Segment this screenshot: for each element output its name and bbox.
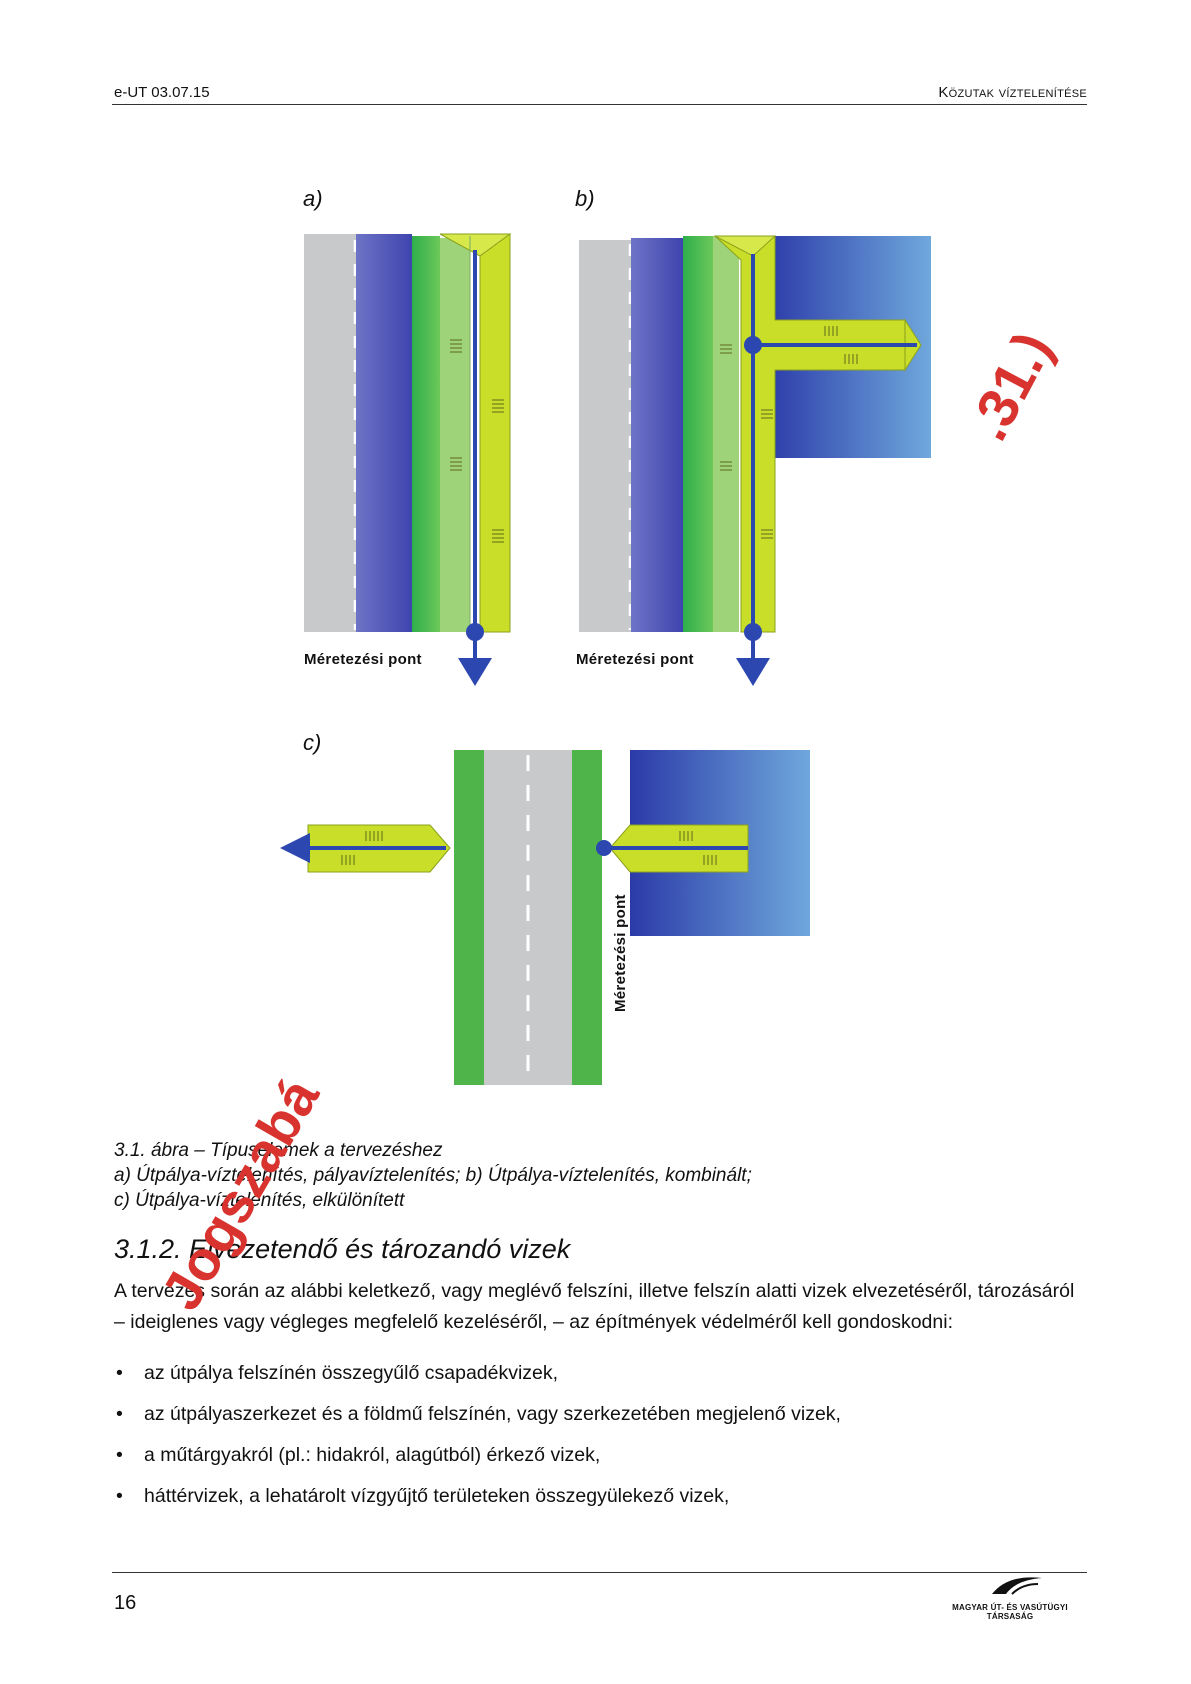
ditch-lime-branch [713,235,906,633]
figure-caption-title: 3.1. ábra – Típuselemek a tervezéshez [114,1140,443,1161]
footer-rule [112,1572,1087,1573]
section-paragraph: A tervezés során az alábbi keletkező, va… [114,1280,1075,1333]
outflow-arrow-left-icon [280,833,310,863]
figure-c-diagram [280,750,810,1085]
dimension-point-label-c: Méretezési pont [612,894,629,1012]
header-doc-code: e-UT 03.07.15 [114,84,210,101]
page-number: 16 [114,1592,137,1614]
list-item: az útpályaszerkezet és a földmű felszíné… [114,1403,841,1444]
header-doc-title: Közutak víztelenítése [938,84,1087,101]
list-item: a műtárgyakról (pl.: hidakról, alagútból… [114,1444,841,1485]
society-logo-icon [992,1577,1042,1595]
road-edge-grey [304,234,356,632]
figure-label-b: b) [575,186,595,211]
verge-green [412,236,440,632]
figure-caption-line-2: a) Útpálya-víztelenítés, pályavíztelenít… [114,1165,752,1186]
list-item: az útpálya felszínén összegyűlő csapadék… [114,1362,841,1403]
watermark-top: .31.) [955,321,1065,451]
figure-b-diagram [579,235,931,686]
figure-label-c: c) [303,730,322,755]
list-item: háttérvizek, a lehatárolt vízgyűjtő terü… [114,1485,841,1526]
section-heading: 3.1.2. Elvezetendő és tározandó vizek [114,1234,571,1264]
verge-green-right [572,750,602,1085]
outflow-arrow-icon [458,658,492,686]
dimension-point-marker [596,840,612,856]
outflow-arrow-icon [736,658,770,686]
figure-label-a: a) [303,186,323,211]
verge-light-green [440,238,470,632]
carriageway-blue [356,234,412,632]
society-logo-text: MAGYAR ÚT- ÉS VASÚTÜGYI TÁRSASÁG [952,1603,1068,1621]
dimension-point-label-a: Méretezési pont [304,651,422,668]
figure-caption-line-3: c) Útpálya-víztelenítés, elkülönített [114,1190,405,1211]
dimension-point-label-b: Méretezési pont [576,651,694,668]
verge-green-left [454,750,484,1085]
figure-a-diagram [304,233,512,686]
bullet-list: az útpálya felszínén összegyűlő csapadék… [114,1362,841,1526]
header-rule [112,104,1087,105]
